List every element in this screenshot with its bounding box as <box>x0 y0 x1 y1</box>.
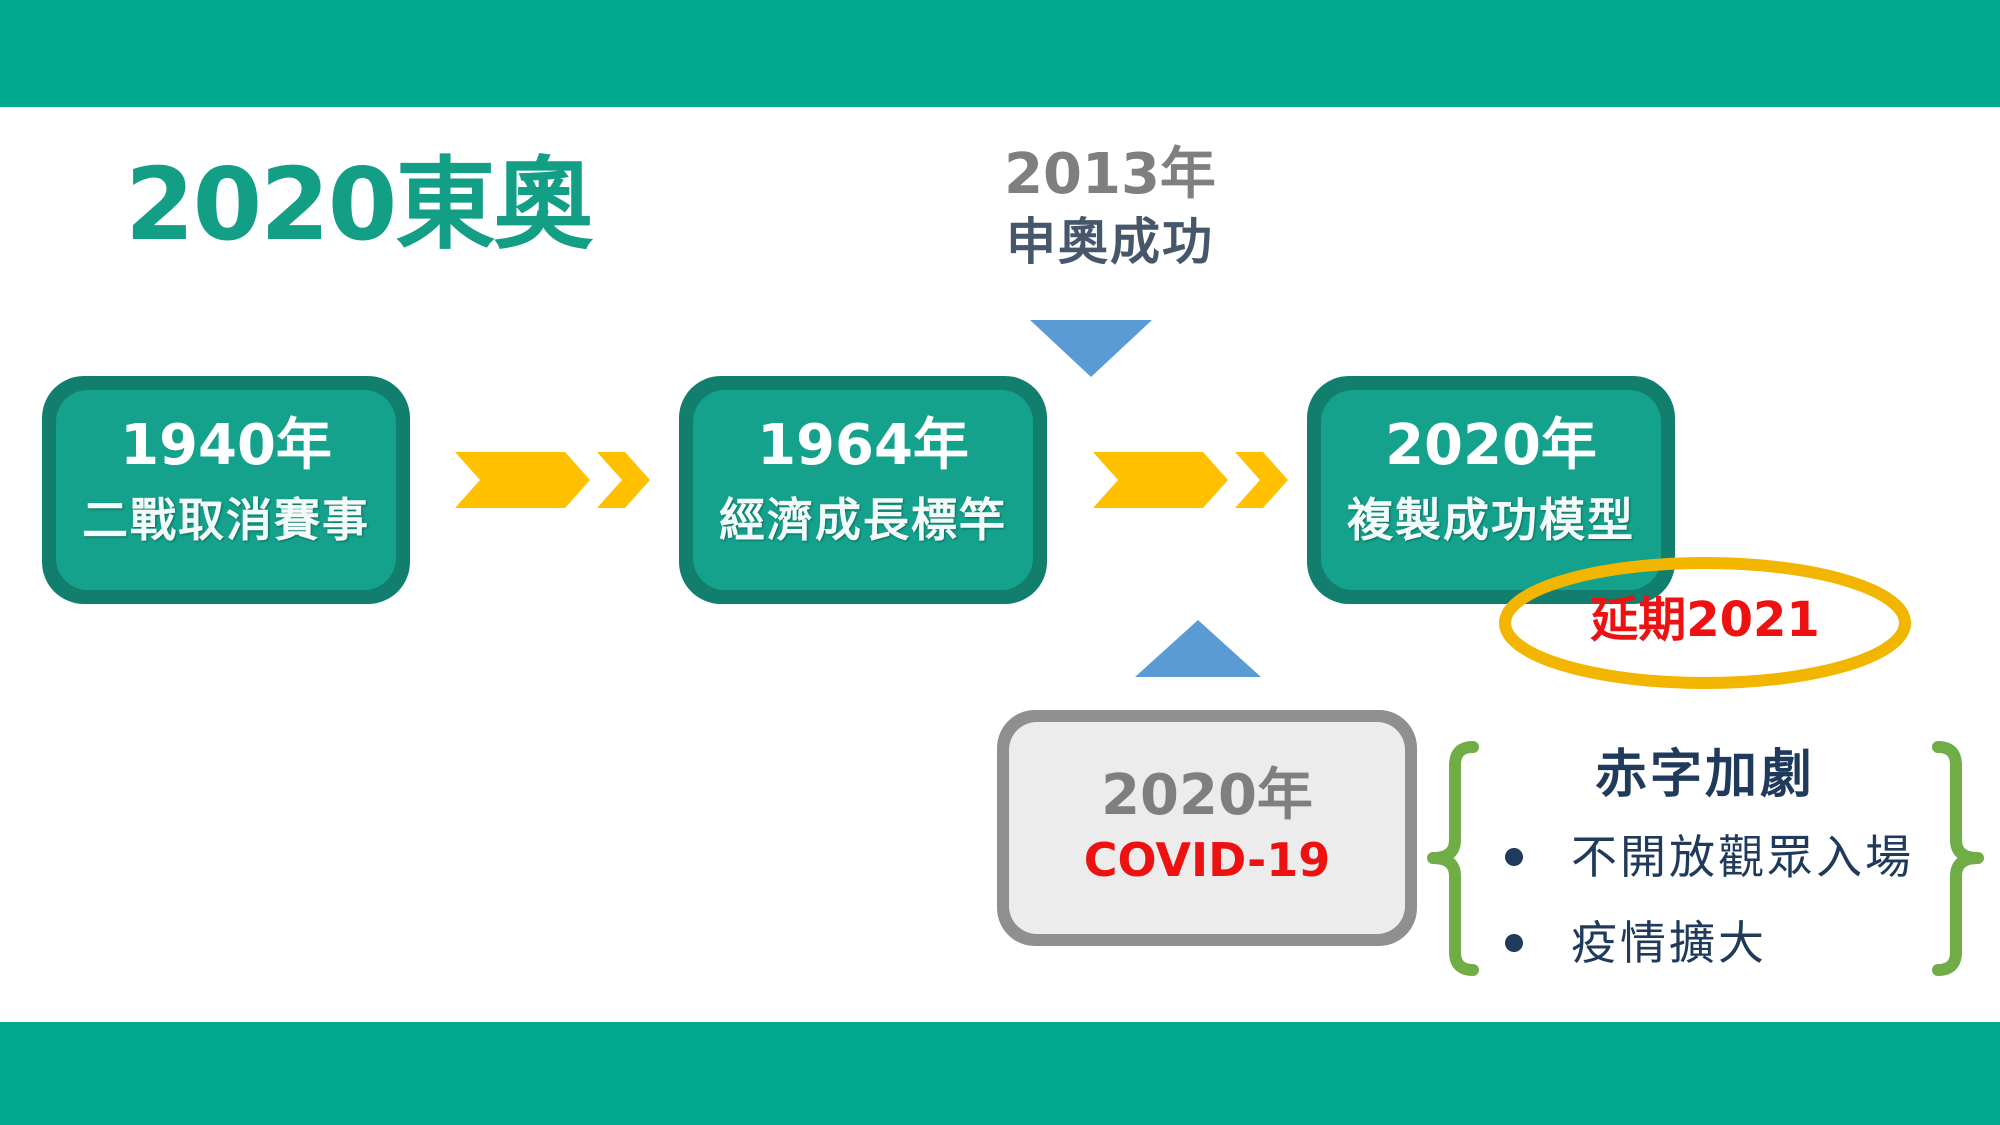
chevron-arrow-icon <box>1093 452 1228 508</box>
timeline-desc: 二戰取消賽事 <box>82 493 370 548</box>
chevron-arrow-icon <box>1235 452 1288 508</box>
list-item-text: 疫情擴大 <box>1571 916 1767 970</box>
right-brace-icon <box>1932 741 1984 976</box>
list-item-text: 不開放觀眾入場 <box>1571 830 1914 884</box>
timeline-year: 1964年 <box>757 413 969 478</box>
covid-box: 2020年 COVID-19 <box>997 710 1417 946</box>
list-item: 不開放觀眾入場 <box>1505 830 1914 885</box>
timeline-box-2020: 2020年 複製成功模型 <box>1307 376 1675 604</box>
timeline-year: 1940年 <box>120 413 332 478</box>
deficit-title: 赤字加劇 <box>1594 745 1815 805</box>
timeline-box-1964: 1964年 經濟成長標竿 <box>679 376 1047 604</box>
triangle-up-icon <box>1135 620 1261 677</box>
highlight-ellipse <box>1499 557 1911 689</box>
triangle-down-icon <box>1030 320 1152 377</box>
covid-year: 2020年 <box>1101 763 1313 828</box>
bid-success-note: 2013年 申奧成功 <box>945 140 1275 275</box>
slide-title: 2020東奧 <box>125 146 593 263</box>
bottom-banner <box>0 1022 2000 1125</box>
top-banner <box>0 0 2000 107</box>
bullet-icon <box>1505 847 1523 866</box>
list-item: 疫情擴大 <box>1505 916 1767 971</box>
timeline-desc: 複製成功模型 <box>1347 493 1635 548</box>
timeline-desc: 經濟成長標竿 <box>719 493 1007 548</box>
timeline-box-1940: 1940年 二戰取消賽事 <box>42 376 410 604</box>
bid-text: 申奧成功 <box>1006 213 1214 271</box>
chevron-arrow-icon <box>597 452 650 508</box>
timeline-year: 2020年 <box>1385 413 1597 478</box>
postponed-label: 延期2021 <box>1590 592 1820 648</box>
covid-label: COVID-19 <box>1083 833 1331 888</box>
bullet-icon <box>1505 933 1523 952</box>
bid-year: 2013年 <box>1004 142 1216 207</box>
left-brace-icon <box>1427 741 1479 976</box>
chevron-arrow-icon <box>455 452 590 508</box>
